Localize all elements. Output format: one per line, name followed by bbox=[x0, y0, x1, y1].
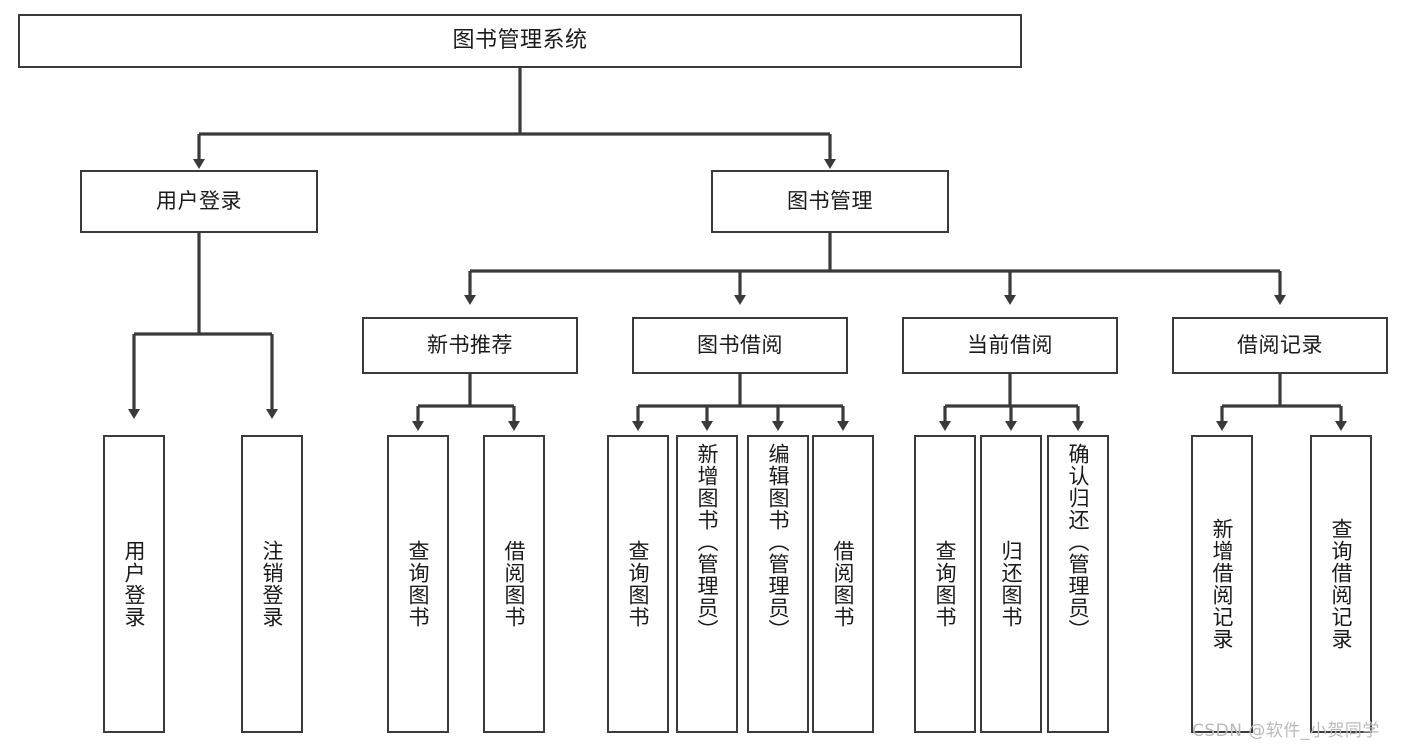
node-user-login[interactable]: 用户登录 bbox=[80, 170, 318, 233]
leaf-user-login[interactable]: 用户登录 bbox=[103, 435, 165, 733]
node-label: 借阅图书 bbox=[831, 540, 856, 628]
node-label: 新增借阅记录 bbox=[1210, 518, 1235, 650]
node-label: 查询图书 bbox=[933, 540, 958, 628]
node-label: 用户登录 bbox=[156, 189, 242, 214]
node-label: 用户登录 bbox=[122, 540, 147, 628]
leaf-edit-book-admin[interactable]: 编辑图书（管理员） bbox=[747, 435, 809, 733]
csdn-watermark: CSDN @软件_小贺同学 bbox=[1192, 721, 1380, 741]
leaf-query-book-current[interactable]: 查询图书 bbox=[914, 435, 976, 733]
leaf-add-borrow-record[interactable]: 新增借阅记录 bbox=[1191, 435, 1253, 733]
leaf-add-book-admin[interactable]: 新增图书（管理员） bbox=[676, 435, 738, 733]
leaf-borrow-book-recommend[interactable]: 借阅图书 bbox=[483, 435, 545, 733]
node-label: 查询借阅记录 bbox=[1329, 518, 1354, 650]
leaf-borrow-book[interactable]: 借阅图书 bbox=[812, 435, 874, 733]
node-label: 归还图书 bbox=[999, 540, 1024, 628]
node-borrow-record[interactable]: 借阅记录 bbox=[1172, 317, 1388, 374]
node-label: 查询图书 bbox=[406, 540, 431, 628]
node-root-book-management-system[interactable]: 图书管理系统 bbox=[18, 14, 1022, 68]
node-label: 编辑图书（管理员） bbox=[766, 443, 791, 641]
node-label: 借阅记录 bbox=[1237, 333, 1323, 358]
node-label: 图书管理系统 bbox=[452, 28, 588, 54]
leaf-query-book-recommend[interactable]: 查询图书 bbox=[387, 435, 449, 733]
node-label: 查询图书 bbox=[626, 540, 651, 628]
node-book-borrow[interactable]: 图书借阅 bbox=[632, 317, 848, 374]
node-label: 图书借阅 bbox=[697, 333, 783, 358]
node-label: 确认归还（管理员） bbox=[1066, 443, 1091, 641]
leaf-query-borrow-record[interactable]: 查询借阅记录 bbox=[1310, 435, 1372, 733]
node-label: 借阅图书 bbox=[502, 540, 527, 628]
node-current-borrow[interactable]: 当前借阅 bbox=[902, 317, 1118, 374]
leaf-return-book[interactable]: 归还图书 bbox=[980, 435, 1042, 733]
node-label: 新书推荐 bbox=[427, 333, 513, 358]
leaf-query-book-borrow[interactable]: 查询图书 bbox=[607, 435, 669, 733]
node-label: 图书管理 bbox=[787, 189, 873, 214]
node-label: 当前借阅 bbox=[967, 333, 1053, 358]
node-new-book-recommend[interactable]: 新书推荐 bbox=[362, 317, 578, 374]
leaf-logout-login[interactable]: 注销登录 bbox=[241, 435, 303, 733]
node-label: 注销登录 bbox=[260, 540, 285, 628]
leaf-confirm-return-admin[interactable]: 确认归还（管理员） bbox=[1047, 435, 1109, 733]
node-book-management[interactable]: 图书管理 bbox=[711, 170, 949, 233]
node-label: 新增图书（管理员） bbox=[695, 443, 720, 641]
